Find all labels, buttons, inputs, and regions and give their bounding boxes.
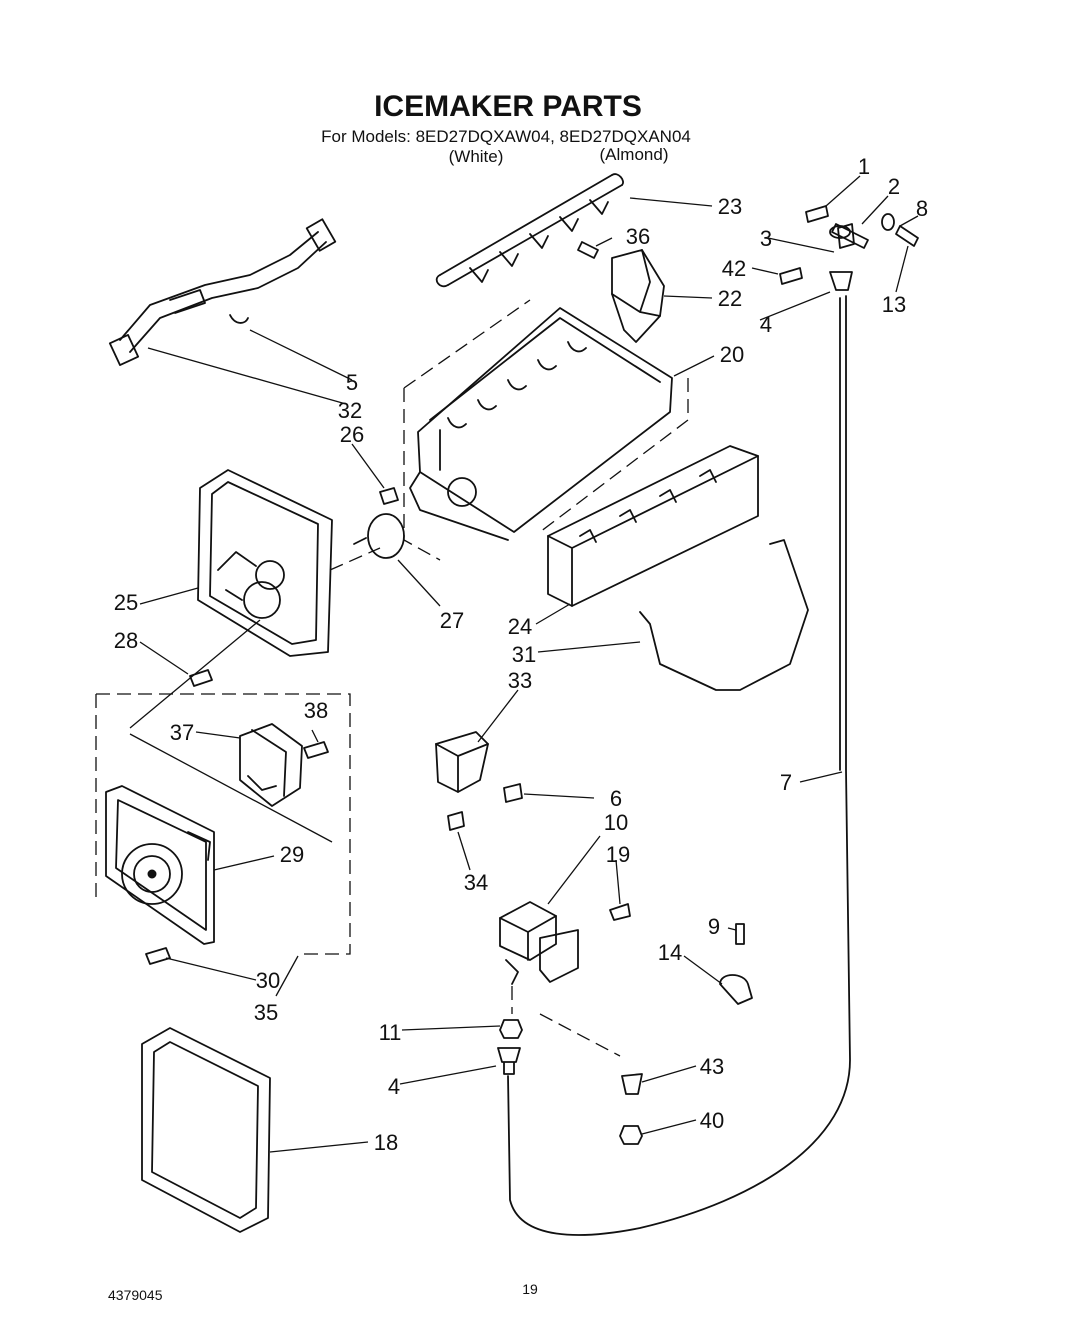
part-water-tube [507,295,851,1236]
callout-29: 29 [280,842,304,867]
part-screw-6 [503,783,523,803]
callout-35: 35 [254,1000,278,1025]
models-line: For Models: 8ED27DQXAW04, 8ED27DQXAN04 [321,127,691,146]
part-wire-harness [108,218,337,367]
part-screw-30 [145,947,171,965]
callout-25: 25 [114,590,138,615]
part-motor [239,723,303,807]
leader-lines [129,175,919,1153]
callout-9: 9 [708,914,720,939]
callout-36: 36 [626,224,650,249]
callout-3: 3 [760,226,772,251]
part-insert [621,1073,643,1095]
callout-38: 38 [304,698,328,723]
callout-10: 10 [604,810,628,835]
part-front-cover [141,1027,271,1233]
callout-33: 33 [508,668,532,693]
callout-18: 18 [374,1130,398,1155]
callout-11: 11 [379,1020,402,1045]
part-screw-34 [447,811,465,831]
callout-labels: 1 2 8 3 42 13 4 23 36 22 20 5 32 26 25 2… [114,154,928,1155]
part-housing [197,469,381,657]
part-clamp [719,974,753,1005]
color-white-label: (White) [449,147,504,166]
callout-4-bottom: 4 [388,1074,400,1099]
callout-6: 6 [610,786,622,811]
part-screw-26 [379,487,399,505]
callout-19: 19 [606,842,630,867]
callout-8: 8 [916,196,928,221]
callout-20: 20 [720,342,744,367]
part-screw-28 [189,669,213,687]
callout-7: 7 [780,770,792,795]
callout-23: 23 [718,194,742,219]
callout-26: 26 [340,422,364,447]
part-bracket [435,731,489,793]
part-screw-9 [735,923,745,945]
part-screw-38 [303,741,329,759]
part-fitting-lower [497,1047,521,1075]
callout-37: 37 [170,720,194,745]
part-screw-19 [609,903,631,921]
callout-14: 14 [658,940,682,965]
part-fill-fittings [779,205,919,291]
callout-43: 43 [700,1054,724,1079]
callout-42: 42 [722,256,746,281]
part-mold [403,299,689,561]
part-shutoff-arm [639,539,809,691]
callout-32: 32 [338,398,362,423]
callout-2: 2 [888,174,900,199]
color-almond-label: (Almond) [600,145,669,164]
page-number: 19 [522,1281,538,1297]
part-screw-36 [577,241,599,259]
callout-31: 31 [512,642,536,667]
part-ejector [435,173,624,288]
callout-28: 28 [114,628,138,653]
assembly-group-box [95,693,351,955]
part-stripper [547,445,759,607]
callout-22: 22 [718,286,742,311]
part-nut-40 [619,1125,643,1145]
part-shroud [611,249,665,343]
doc-number: 4379045 [108,1287,163,1303]
part-module [105,785,215,945]
callout-4-top: 4 [760,312,772,337]
diagram-title: ICEMAKER PARTS [374,90,642,123]
callout-24: 24 [508,614,532,639]
callout-1: 1 [858,154,870,179]
callout-40: 40 [700,1108,724,1133]
callout-30: 30 [256,968,280,993]
part-water-valve [499,901,621,1057]
callout-27: 27 [440,608,464,633]
callout-5: 5 [346,370,358,395]
callout-13: 13 [882,292,906,317]
part-nut-11 [499,1019,523,1039]
part-cam [353,513,405,559]
callout-34: 34 [464,870,488,895]
